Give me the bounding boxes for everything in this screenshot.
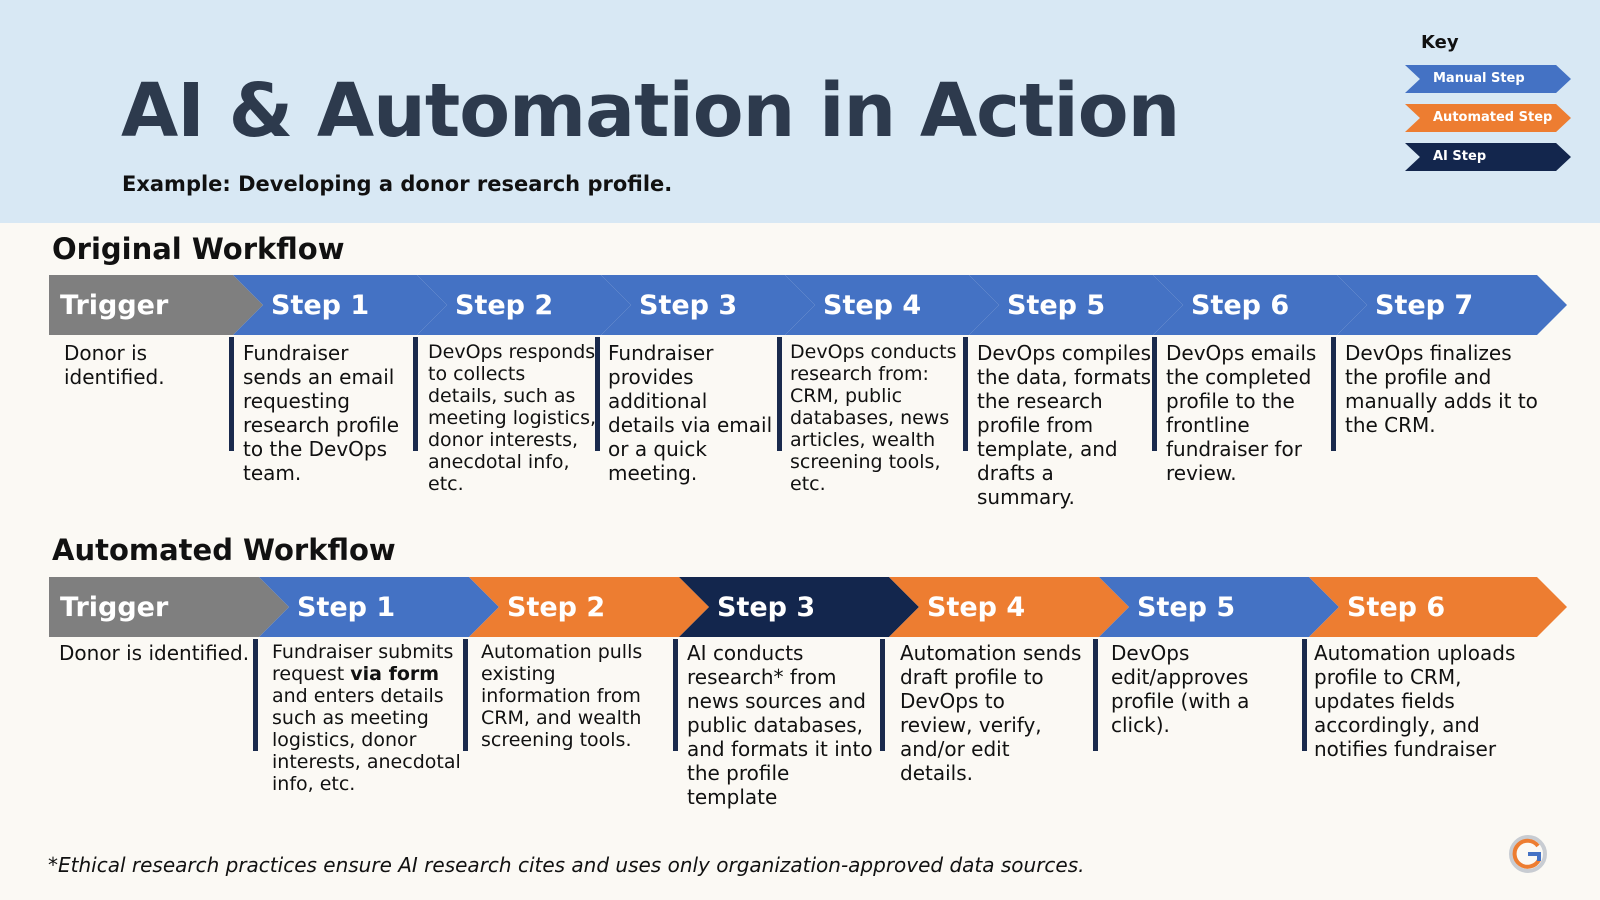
- original-step-2-divider: [413, 337, 418, 451]
- via-form-emphasis: via form: [350, 663, 440, 685]
- original-trigger-text: Donor is identified.: [64, 341, 165, 389]
- automated-step-3-chevron: Step 3: [679, 577, 919, 637]
- automated-step-1-text: Fundraiser submits request via form and …: [272, 641, 461, 795]
- automated-step-5-divider: [1093, 639, 1098, 751]
- page-subtitle: Example: Developing a donor research pro…: [122, 172, 673, 196]
- automated-workflow-title: Automated Workflow: [52, 533, 396, 567]
- key-title: Key: [1421, 32, 1459, 53]
- automated-step-2-text: Automation pulls existing information fr…: [481, 641, 643, 751]
- automated-step-1-divider: [253, 639, 258, 751]
- original-step-7-divider: [1331, 337, 1336, 451]
- original-step-2-chevron: Step 2: [417, 275, 631, 335]
- automated-trigger-chevron: Trigger: [49, 577, 289, 637]
- key-automated-step: Automated Step: [1405, 104, 1571, 132]
- original-step-7-chevron: Step 7: [1337, 275, 1567, 335]
- original-workflow-title: Original Workflow: [52, 232, 345, 266]
- automated-step-6-chevron: Step 6: [1309, 577, 1567, 637]
- original-step-1-text: Fundraiser sends an email requesting res…: [243, 341, 400, 485]
- original-step-5-divider: [963, 337, 968, 451]
- key-manual-step: Manual Step: [1405, 65, 1571, 93]
- original-step-3-divider: [595, 337, 600, 451]
- automated-step-1-chevron: Step 1: [259, 577, 499, 637]
- original-step-4-text: DevOps conducts research from: CRM, publ…: [790, 341, 957, 495]
- automated-trigger-text: Donor is identified.: [59, 641, 250, 665]
- original-step-5-text: DevOps compiles the data, formats the re…: [977, 341, 1152, 509]
- original-step-1-chevron: Step 1: [233, 275, 447, 335]
- automated-step-5-text: DevOps edit/approves profile (with a cli…: [1111, 641, 1250, 737]
- automated-step-4-divider: [880, 639, 885, 751]
- footnote: *Ethical research practices ensure AI re…: [48, 853, 1085, 877]
- original-step-3-chevron: Step 3: [601, 275, 815, 335]
- key-ai-step: AI Step: [1405, 143, 1571, 171]
- original-step-1-divider: [229, 337, 234, 451]
- original-step-6-chevron: Step 6: [1153, 275, 1367, 335]
- original-step-3-text: Fundraiser provides additional details v…: [608, 341, 773, 485]
- automated-step-2-chevron: Step 2: [469, 577, 709, 637]
- automated-step-4-text: Automation sends draft profile to DevOps…: [900, 641, 1082, 785]
- original-step-7-text: DevOps finalizes the profile and manuall…: [1345, 341, 1538, 437]
- original-step-4-divider: [777, 337, 782, 451]
- automated-step-3-divider: [673, 639, 678, 751]
- automated-workflow-bar: Trigger Step 1 Step 2 Step 3 Step 4 Step…: [49, 577, 1567, 637]
- header-band: [0, 0, 1600, 223]
- automated-step-3-text: AI conducts research* from news sources …: [687, 641, 873, 809]
- original-step-6-text: DevOps emails the completed profile to t…: [1166, 341, 1317, 485]
- original-step-6-divider: [1152, 337, 1157, 451]
- automated-step-6-divider: [1302, 639, 1307, 751]
- brand-logo-icon: [1509, 835, 1547, 873]
- original-step-5-chevron: Step 5: [969, 275, 1183, 335]
- automated-step-5-chevron: Step 5: [1099, 577, 1339, 637]
- original-step-2-text: DevOps responds to collects details, suc…: [428, 341, 597, 495]
- automated-step-4-chevron: Step 4: [889, 577, 1129, 637]
- automated-step-2-divider: [463, 639, 468, 751]
- original-trigger-chevron: Trigger: [49, 275, 263, 335]
- automated-step-6-text: Automation uploads profile to CRM, updat…: [1314, 641, 1516, 761]
- page-title: AI & Automation in Action: [121, 68, 1180, 154]
- original-workflow-bar: Trigger Step 1 Step 2 Step 3 Step 4 Step…: [49, 275, 1567, 335]
- original-step-4-chevron: Step 4: [785, 275, 999, 335]
